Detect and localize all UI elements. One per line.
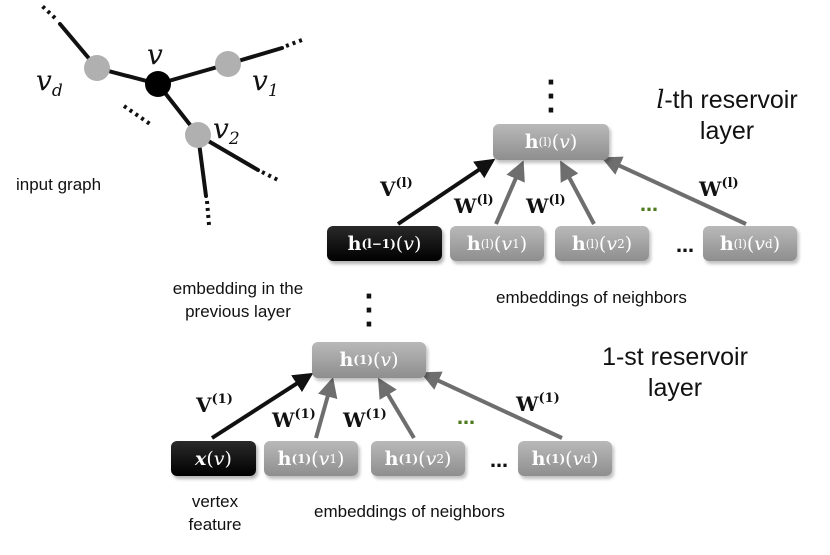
lower-weight-v: V(1) [196, 392, 233, 417]
node-v [145, 71, 171, 97]
upper-weight-w1: W(l) [454, 193, 494, 218]
upper-layer-title: l-th reservoir layer [656, 85, 798, 145]
lower-weight-ellipsis: … [457, 408, 476, 429]
input-graph-caption: input graph [16, 175, 102, 194]
upper-top-node: h(l)(v) [493, 124, 609, 160]
node-v1 [215, 51, 241, 77]
dots-v2-down [205, 200, 211, 226]
node-vd [84, 55, 110, 81]
graph-label-v1: v1 [252, 64, 279, 101]
dots-center [122, 104, 152, 126]
graph-label-v2: v2 [213, 112, 240, 149]
upper-arrow-w2 [560, 160, 596, 225]
lower-layer-title: 1-st reservoir layer [602, 343, 748, 402]
input-graph-edges [58, 22, 284, 198]
lower-weight-w1: W(1) [272, 407, 316, 432]
lower-arrow-w2 [377, 377, 416, 440]
lower-arrow-wd [420, 371, 563, 440]
upper-arrow-w1 [494, 160, 525, 225]
lower-arrow-w1 [314, 377, 338, 439]
lower-neighbor-ellipsis: … [490, 451, 509, 472]
upper-neighbors-caption: embeddings of neighbors [496, 288, 687, 307]
vertex-feature-node: x(v) [171, 441, 256, 476]
input-graph-dotted [38, 2, 303, 226]
upper-arrow-v [396, 158, 496, 226]
upper-weight-w2: W(l) [526, 193, 566, 218]
vertex-feature-caption: vertex feature [188, 492, 242, 534]
node-v2 [185, 122, 211, 148]
lower-weight-wd: W(1) [516, 391, 560, 416]
lower-top-node: h(1)(v) [312, 342, 426, 378]
lower-neighbors-caption: embeddings of neighbors [314, 502, 505, 521]
upper-neighbor-ellipsis: … [676, 236, 695, 257]
upper-vertical-ellipsis: ··· [546, 68, 556, 126]
dots-v2-right [261, 170, 281, 183]
dots-vd [38, 2, 57, 20]
graph-label-v: v [147, 38, 163, 71]
lower-weight-w2: W(1) [343, 407, 387, 432]
prev-layer-caption: embedding in the previous layer [172, 279, 304, 321]
upper-weight-v: V(l) [380, 176, 413, 201]
upper-weight-wd: W(l) [699, 176, 739, 201]
input-graph-nodes [84, 51, 241, 148]
upper-arrow-wd [601, 156, 747, 226]
dots-v1 [285, 38, 303, 48]
graph-label-vd: vd [36, 64, 63, 101]
lower-layer-arrows [210, 371, 563, 440]
upper-layer-arrows [396, 156, 747, 226]
lower-arrow-v [210, 372, 314, 440]
upper-prev-node: h(l−1)(v) [327, 226, 442, 261]
middle-vertical-ellipsis: ··· [364, 282, 374, 340]
upper-weight-ellipsis: … [640, 195, 659, 216]
